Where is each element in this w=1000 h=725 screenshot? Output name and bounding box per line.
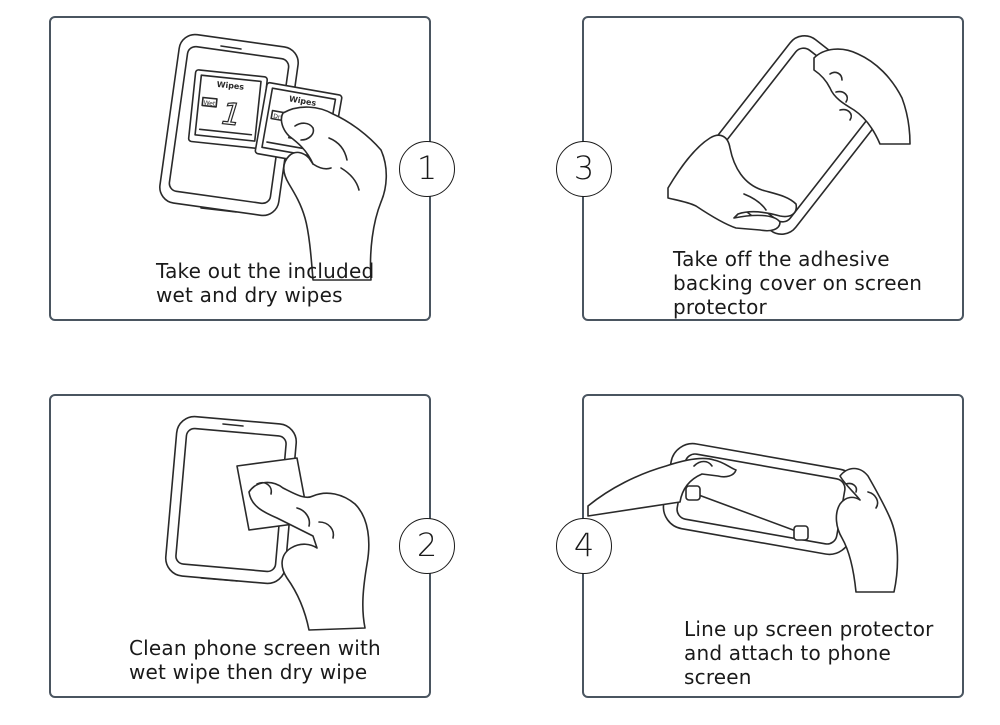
step-1-number-badge: 1 bbox=[399, 141, 455, 197]
dry-label: Dry bbox=[273, 113, 285, 122]
wet-number: 1 bbox=[220, 97, 243, 134]
peel-backing-illustration bbox=[667, 35, 911, 235]
wet-wipe-packet: Wipes Wet 1 bbox=[187, 69, 269, 150]
step-1-caption: Take out the included wet and dry wipes bbox=[156, 259, 375, 307]
hand-illustration bbox=[280, 106, 388, 281]
step-4-panel: Line up screen protector and attach to p… bbox=[582, 394, 964, 698]
hand-left-illustration bbox=[587, 457, 737, 517]
hand-right-illustration bbox=[835, 467, 899, 593]
step-2-panel: Clean phone screen with wet wipe then dr… bbox=[49, 394, 431, 698]
step-3-caption: Clean phone screen with Take off the adh… bbox=[673, 247, 923, 319]
wet-label: Wet bbox=[203, 100, 216, 108]
step-4-number-badge: 4 bbox=[556, 518, 612, 574]
wet-packet-title: Wipes bbox=[216, 80, 245, 92]
step-4-caption: Line up screen protector and attach to p… bbox=[684, 617, 934, 689]
hand-illustration bbox=[248, 481, 370, 631]
step-2-number-badge: 2 bbox=[399, 518, 455, 574]
step-3-panel: Clean phone screen with Take off the adh… bbox=[582, 16, 964, 321]
wipes-illustration: Wipes Wet 1 Wipes Dry 2 bbox=[159, 33, 388, 281]
attach-protector-illustration bbox=[587, 442, 899, 593]
step-2-caption: Clean phone screen with wet wipe then dr… bbox=[129, 636, 381, 684]
clean-screen-illustration bbox=[164, 415, 370, 631]
step-1-panel: Wipes Wet 1 Wipes Dry 2 Take out the inc… bbox=[49, 16, 431, 321]
screen-protector bbox=[695, 493, 805, 535]
step-3-number-badge: 3 bbox=[556, 141, 612, 197]
